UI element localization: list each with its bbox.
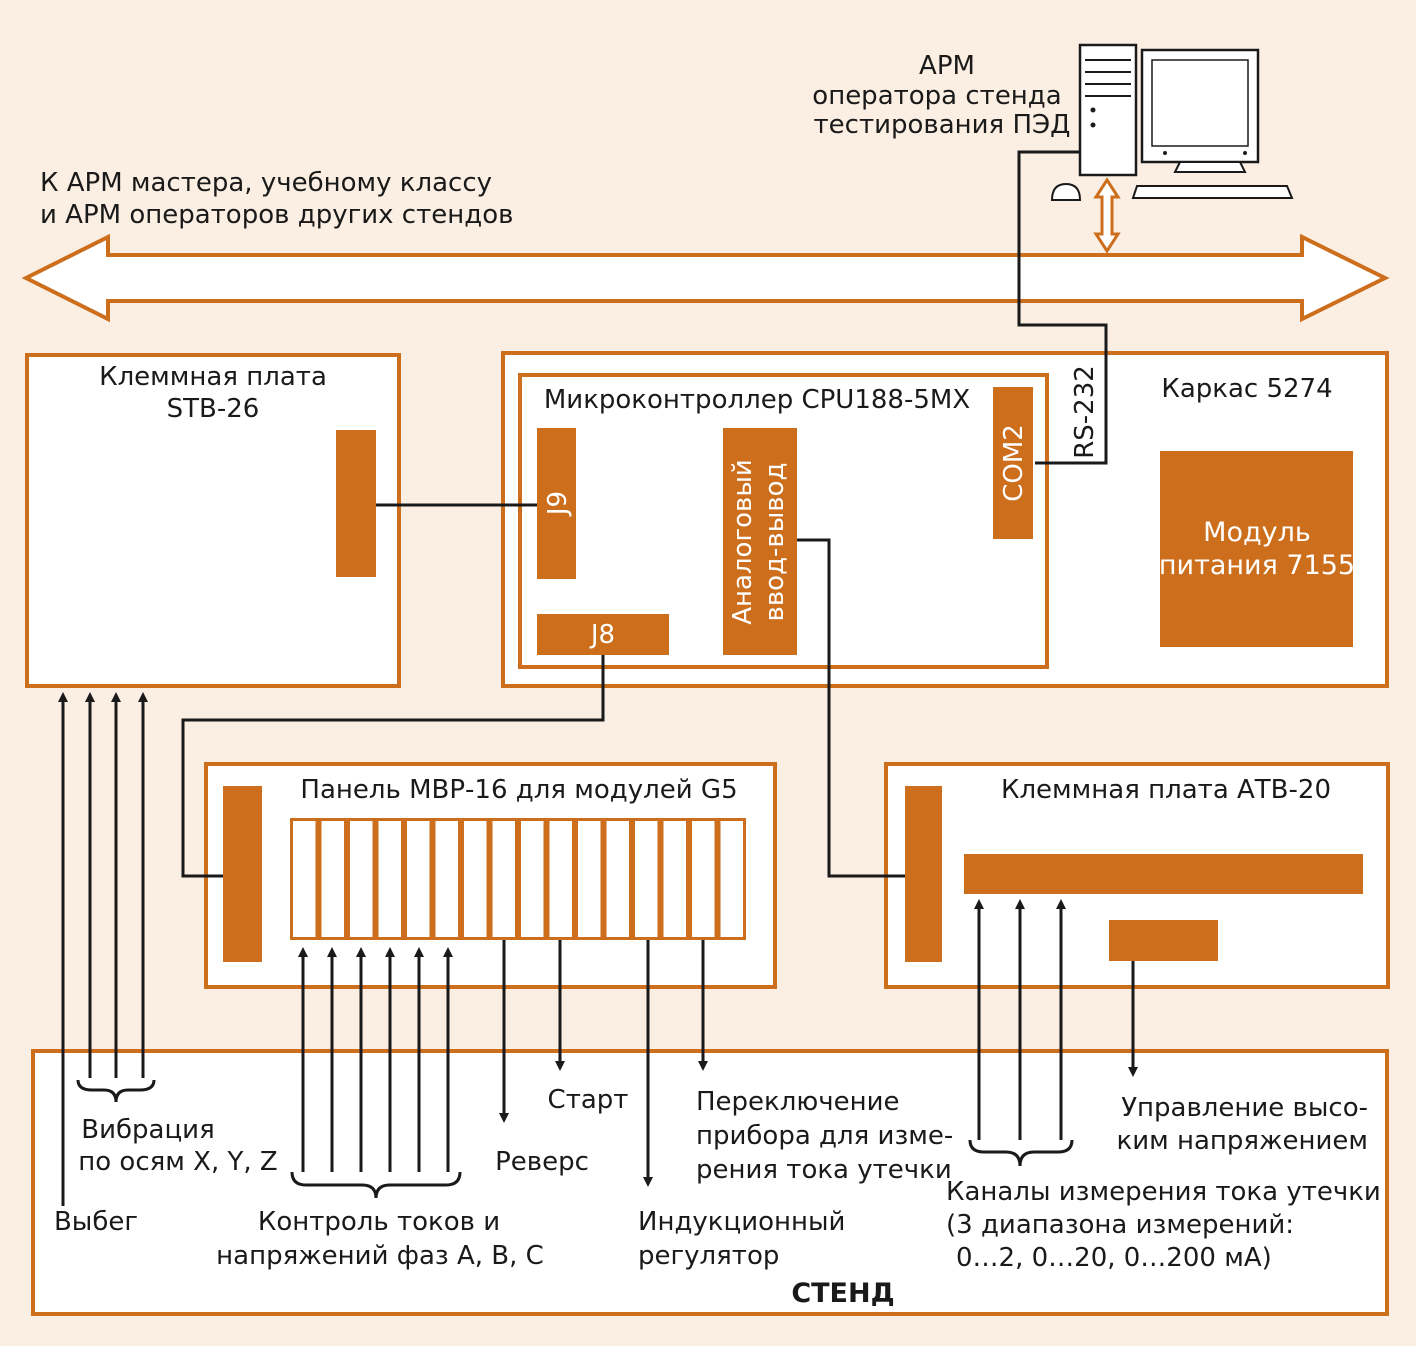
stand-title: СТЕНД [791,1278,894,1309]
analog-io-label-line-2: ввод-вывод [760,463,790,622]
power-module-label-line-1: Модуль [1203,517,1311,548]
phase-control-arrows [298,947,453,1172]
module-slot [492,821,515,937]
j8-mbp16-line [181,655,605,878]
phase-control-label-line-1: Контроль токов и [258,1207,500,1237]
module-slot [293,821,316,937]
stb26-title-line-1: Клеммная плата [99,362,327,392]
atb20-title: Клеммная плата АТВ-20 [1001,775,1331,805]
module-slot [606,821,629,937]
module-slots [290,818,746,940]
module-slot [635,821,658,937]
leakage-label-line-2: (3 диапазона измерений: [946,1210,1294,1240]
atb20-connector [905,786,942,962]
reverse-label: Реверс [495,1147,589,1177]
workstation-label-line-3: тестирования ПЭД [814,110,1071,140]
mbp16-title: Панель МВР-16 для модулей G5 [300,775,737,805]
analog-io-block [723,428,797,655]
module-slot [435,821,458,937]
j9-connector [537,428,576,579]
j8-label: J8 [589,620,615,650]
hv-control-label-line-1: Управление высо- [1121,1093,1368,1123]
mbp16-connector [223,786,262,962]
computer-workstation-icon [1050,43,1294,201]
hv-control-label-line-2: ким напряжением [1117,1126,1368,1156]
vibration-brace [76,1079,156,1103]
mbp16-output-arrows [499,940,708,1187]
switch-label-line-2: прибора для изме- [696,1121,953,1151]
cpu-title: Микроконтроллер CPU188-5MX [544,385,970,415]
power-module [1160,451,1353,647]
com2-connector [993,387,1033,539]
frame-title: Каркас 5274 [1161,374,1332,404]
module-slot [464,821,487,937]
module-slot [663,821,686,937]
module-slot [578,821,601,937]
stb26-title-line-2: STB-26 [167,394,260,424]
bus-caption-line-1: К АРМ мастера, учебному классу [40,168,492,198]
workstation-label-line-1: АРМ [919,51,975,81]
analog-atb20-line [797,538,905,878]
switch-label-line-3: рения тока утечки [696,1155,952,1185]
module-slot [321,821,344,937]
j8-connector [537,614,669,655]
induction-label-line-1: Индукционный [638,1207,845,1237]
power-module-label-line-2: питания 7155 [1159,550,1355,581]
bus-caption-line-2: и АРМ операторов других стендов [40,200,513,230]
workstation-label-line-2: оператора стенда [812,81,1061,111]
runout-label: Выбег [54,1207,138,1237]
leakage-label-line-3: 0…2, 0…20, 0…200 мА) [956,1243,1272,1273]
atb20-terminal-strip [964,854,1363,894]
double-headed-bus-arrow [21,233,1390,323]
module-slot [407,821,430,937]
leakage-channel-arrows [974,899,1066,1140]
module-slot [549,821,572,937]
stb26-connector [336,430,376,577]
module-slot [521,821,544,937]
leakage-brace [968,1139,1074,1167]
induction-label-line-2: регулятор [638,1241,779,1271]
module-slot [350,821,373,937]
phase-control-brace [290,1171,462,1199]
stb26-input-arrows [58,692,148,1206]
com2-label: COM2 [999,424,1029,502]
stand-box [31,1049,1389,1316]
module-slot [720,821,743,937]
analog-io-label-line-1: Аналоговый [728,459,758,625]
vibration-label-line-2: по осям X, Y, Z [78,1147,277,1177]
phase-control-label-line-2: напряжений фаз А, В, С [216,1241,544,1271]
leakage-label-line-1: Каналы измерения тока утечки [946,1177,1381,1207]
workstation-bus-arrow [1093,177,1121,254]
j9-label: J9 [543,491,573,517]
start-label: Старт [548,1085,629,1115]
rs232-label: RS-232 [1070,365,1100,459]
switch-label-line-1: Переключение [696,1087,900,1117]
module-slot [378,821,401,937]
atb20-hv-terminal [1109,920,1218,961]
rs232-line [1017,150,1108,465]
vibration-label-line-1: Вибрация [81,1115,214,1145]
module-slot [692,821,715,937]
